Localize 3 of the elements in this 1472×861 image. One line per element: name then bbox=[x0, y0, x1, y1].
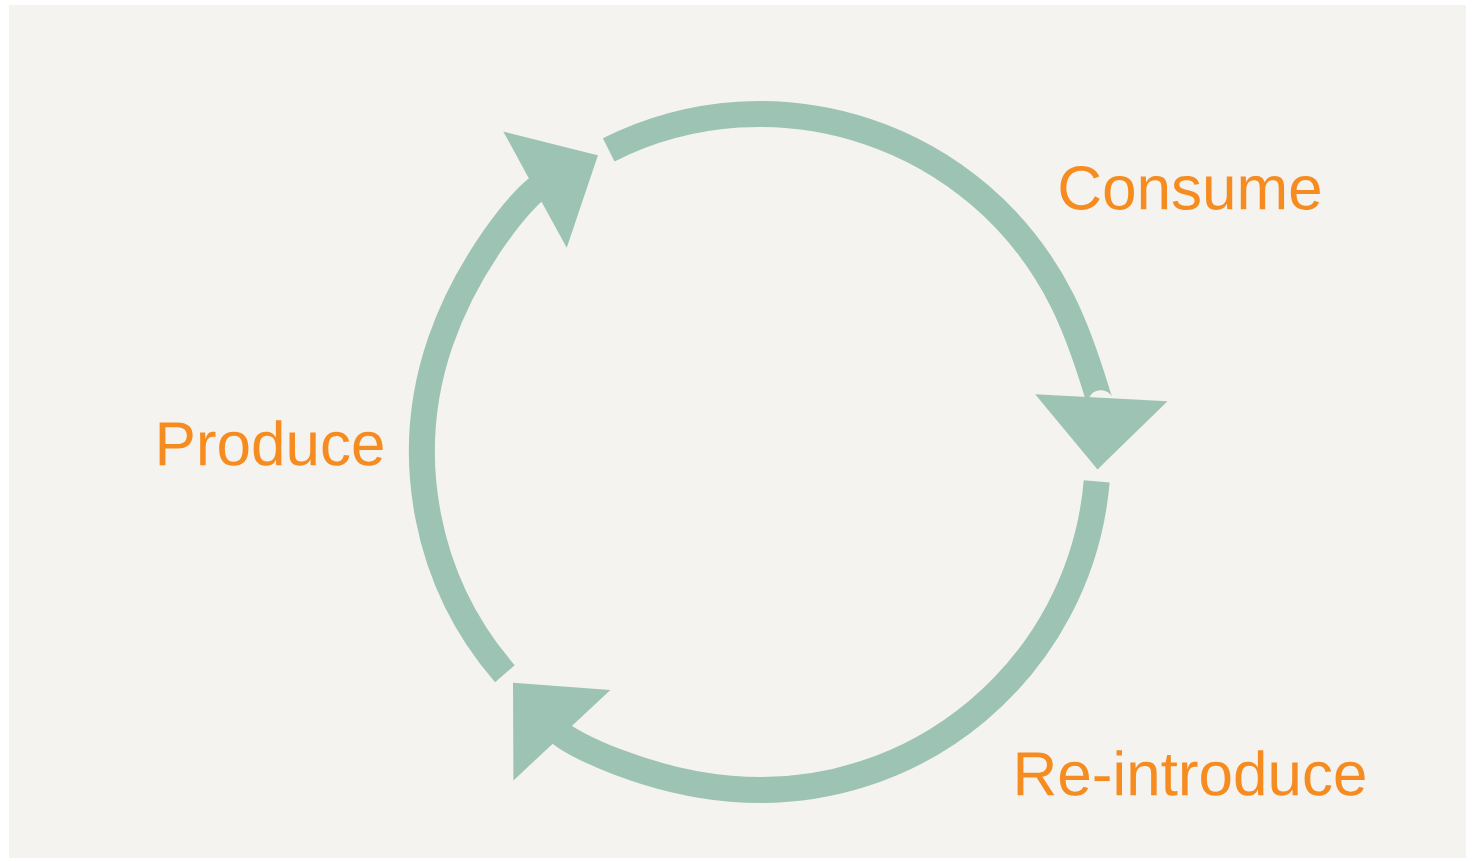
step-label: Produce bbox=[159, 420, 383, 466]
step-label: Re-introduce bbox=[1017, 750, 1365, 796]
step-label: Consume bbox=[1060, 166, 1320, 210]
